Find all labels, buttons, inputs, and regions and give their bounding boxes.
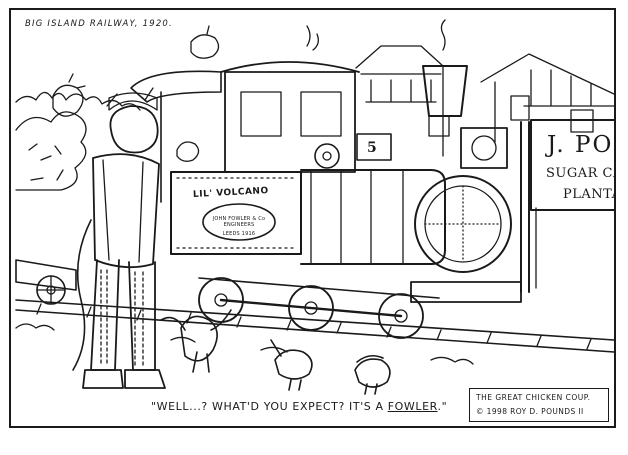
distant-building [355,45,444,157]
background-grass [15,91,141,111]
headlamp [460,127,508,169]
sign-line-1: J. POL [547,132,614,158]
engine-number: 5 [367,140,377,156]
maker-plate-line-1: JOHN FOWLER & Co [212,216,266,222]
caption-emphasis: FOWLER [387,400,438,413]
engine-cab [224,71,356,173]
cat-boots [82,369,166,389]
smokestack [422,65,468,117]
caption: "WELL...? WHAT'D YOU EXPECT? IT'S A FOWL… [151,400,447,413]
smokebox-door [414,175,512,273]
plantation-sign [530,119,614,211]
buffer-beam [410,281,522,303]
credit-line-2: © 1998 ROY D. POUNDS II [476,407,584,416]
sign-line-2: SUGAR CA [546,166,616,181]
wheel [288,285,334,331]
sugar-cane-wagon [15,259,77,291]
maker-plate-line-3: LEEDS 1916 [222,231,256,237]
credit-box: THE GREAT CHICKEN COUP. © 1998 ROY D. PO… [469,388,609,422]
cat-engineer-head [109,105,159,154]
railway-track [15,299,614,353]
caption-suffix: ." [437,400,448,413]
caption-prefix: "WELL...? WHAT'D YOU EXPECT? IT'S A [151,400,388,413]
coupling-rod [219,298,403,318]
maker-plate [202,203,276,241]
chicken-on-dome [176,141,200,162]
foreground-grass [15,323,474,365]
header-text: BIG ISLAND RAILWAY, 1920. [25,19,173,29]
maker-plate-line-2: ENGINEERS [223,222,255,228]
credit-line-1: THE GREAT CHICKEN COUP. [476,393,591,402]
sign-line-3: PLANTAT [563,187,614,202]
cat-tail [72,219,92,371]
wheel [378,293,424,339]
chicken-flapping [160,309,232,373]
side-tank [170,171,302,255]
chicken-on-cab [190,25,220,59]
cat-engineer-body [92,153,160,269]
chicken-on-tree [52,73,86,117]
chicken-with-hat [354,354,391,395]
comic-scene [15,19,614,395]
tree-foliage [15,111,87,191]
comic-panel: BIG ISLAND RAILWAY, 1920. J. POL SUGAR C… [9,8,616,428]
station-building [480,53,614,95]
